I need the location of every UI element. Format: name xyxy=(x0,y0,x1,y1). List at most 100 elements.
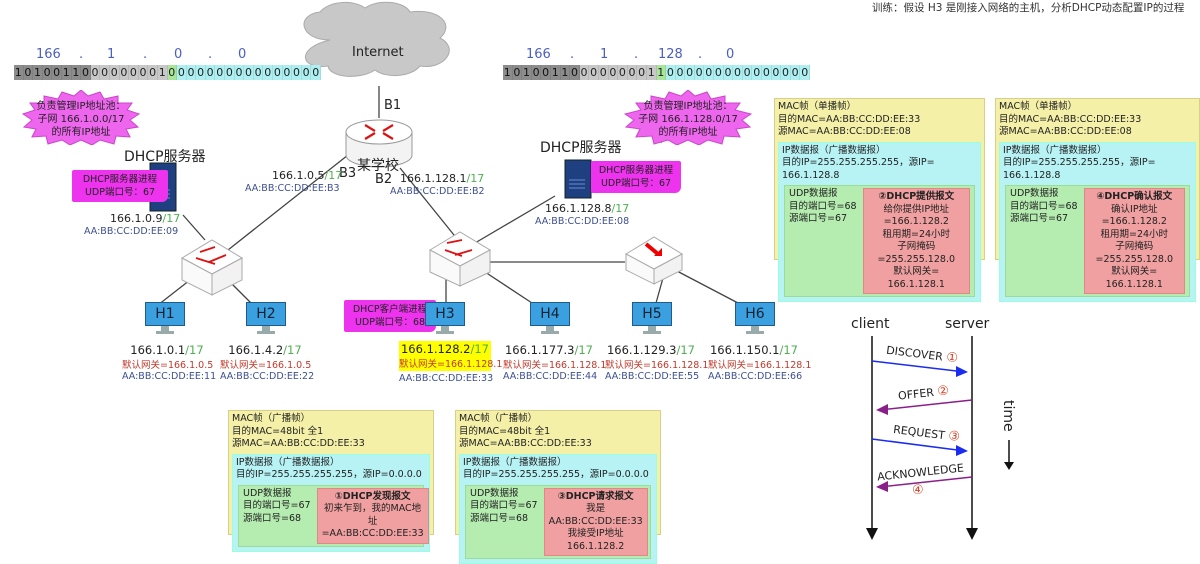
dhcp-server-right-title: DHCP服务器 xyxy=(540,140,622,156)
bit: 1 xyxy=(14,65,24,80)
computer-icon: H3 xyxy=(425,302,465,326)
bit: 0 xyxy=(579,65,590,80)
bit: 0 xyxy=(618,65,628,80)
hub-right-icon xyxy=(624,236,684,285)
bit: 1 xyxy=(157,65,168,80)
bit: 0 xyxy=(301,65,312,80)
router-label: 某学校 xyxy=(357,158,399,174)
internet-cloud-icon xyxy=(303,1,450,77)
host-h3-info: 166.1.128.2/17 默认网关=166.1.128.1 AA:BB:CC… xyxy=(399,341,503,384)
switch-left-icon xyxy=(180,239,244,296)
bit: 0 xyxy=(109,65,120,80)
bit: 1 xyxy=(646,65,657,80)
bit: 0 xyxy=(215,65,226,80)
dhcp-left-mac: AA:BB:CC:DD:EE:09 xyxy=(84,226,179,237)
bit: 0 xyxy=(23,65,34,80)
bit: 0 xyxy=(704,65,715,80)
left-pool-note: 负责管理IP地址池： 子网 166.1.0.0/17 的所有IP地址 xyxy=(22,90,140,145)
bit: 0 xyxy=(292,65,302,80)
bit: 0 xyxy=(167,65,178,80)
bit: 0 xyxy=(627,65,638,80)
host-h1[interactable]: H1 xyxy=(145,302,185,334)
bit: 1 xyxy=(656,65,667,80)
sequence-diagram xyxy=(866,336,1014,540)
bit: 0 xyxy=(666,65,676,80)
bit: 1 xyxy=(503,65,513,80)
right-pool-note: 负责管理IP地址池： 子网 166.1.128.0/17 的所有IP地址 xyxy=(624,90,752,145)
right-octet-labels: 166 . 1 . 128 . 0 xyxy=(526,47,735,62)
computer-icon: H4 xyxy=(530,302,570,326)
dhcp-right-mac: AA:BB:CC:DD:EE:08 xyxy=(535,216,630,227)
bit: 0 xyxy=(733,65,743,80)
page-title: 训练：假设 H3 是刚接入网络的主机，分析DHCP动态配置IP的过程 xyxy=(872,2,1185,14)
bit: 0 xyxy=(675,65,686,80)
bit: 0 xyxy=(762,65,772,80)
bit: 0 xyxy=(570,65,580,80)
b3-mac: AA:BB:CC:DD:EE:B3 xyxy=(245,183,340,194)
bit: 0 xyxy=(608,65,619,80)
bit: 1 xyxy=(33,65,43,80)
bit: 0 xyxy=(637,65,647,80)
bit: 0 xyxy=(234,65,245,80)
bit: 0 xyxy=(598,65,609,80)
bit: 1 xyxy=(71,65,82,80)
bit: 0 xyxy=(282,65,293,80)
b2-mac: AA:BB:CC:DD:EE:B2 xyxy=(390,186,485,197)
bit: 0 xyxy=(800,65,810,80)
seq-client-label: client xyxy=(851,316,890,332)
bit: 0 xyxy=(541,65,551,80)
bit: 0 xyxy=(790,65,801,80)
bit: 0 xyxy=(253,65,264,80)
router-icon xyxy=(345,119,413,168)
bit: 0 xyxy=(244,65,254,80)
bit: 0 xyxy=(273,65,283,80)
host-h2[interactable]: H2 xyxy=(246,302,286,334)
bit: 0 xyxy=(42,65,53,80)
host-h4[interactable]: H4 xyxy=(530,302,570,334)
bit: 0 xyxy=(138,65,149,80)
bit: 0 xyxy=(52,65,62,80)
bit: 0 xyxy=(589,65,599,80)
dhcp-right-ip: 166.1.128.8/17 xyxy=(545,202,630,215)
bit: 0 xyxy=(531,65,542,80)
port-b3: B3 xyxy=(339,166,357,181)
host-h6[interactable]: H6 xyxy=(735,302,775,334)
bit: 0 xyxy=(263,65,274,80)
internet-label: Internet xyxy=(352,45,404,60)
bit: 1 xyxy=(522,65,532,80)
bit: 1 xyxy=(560,65,571,80)
bit: 0 xyxy=(771,65,782,80)
bit: 0 xyxy=(685,65,695,80)
host-h5[interactable]: H5 xyxy=(632,302,672,334)
msg-acknowledge-num: ④ xyxy=(912,483,924,498)
bit: 1 xyxy=(61,65,72,80)
bit: 0 xyxy=(742,65,753,80)
computer-icon: H2 xyxy=(246,302,286,326)
seq-server-label: server xyxy=(945,316,990,332)
bit: 1 xyxy=(550,65,561,80)
host-h3[interactable]: H3 xyxy=(425,302,465,334)
switch-middle-icon xyxy=(428,231,492,287)
bit: 0 xyxy=(119,65,130,80)
seq-time-label: time xyxy=(1000,400,1016,432)
b2-ip: 166.1.128.1/17 xyxy=(400,172,485,185)
bit: 0 xyxy=(90,65,101,80)
bit: 0 xyxy=(129,65,139,80)
left-octet-labels: 166 . 1 . 0 . 0 xyxy=(36,47,247,62)
bit: 0 xyxy=(100,65,110,80)
bit: 0 xyxy=(81,65,91,80)
dhcp-server-left-title: DHCP服务器 xyxy=(124,149,206,165)
bit: 0 xyxy=(781,65,791,80)
